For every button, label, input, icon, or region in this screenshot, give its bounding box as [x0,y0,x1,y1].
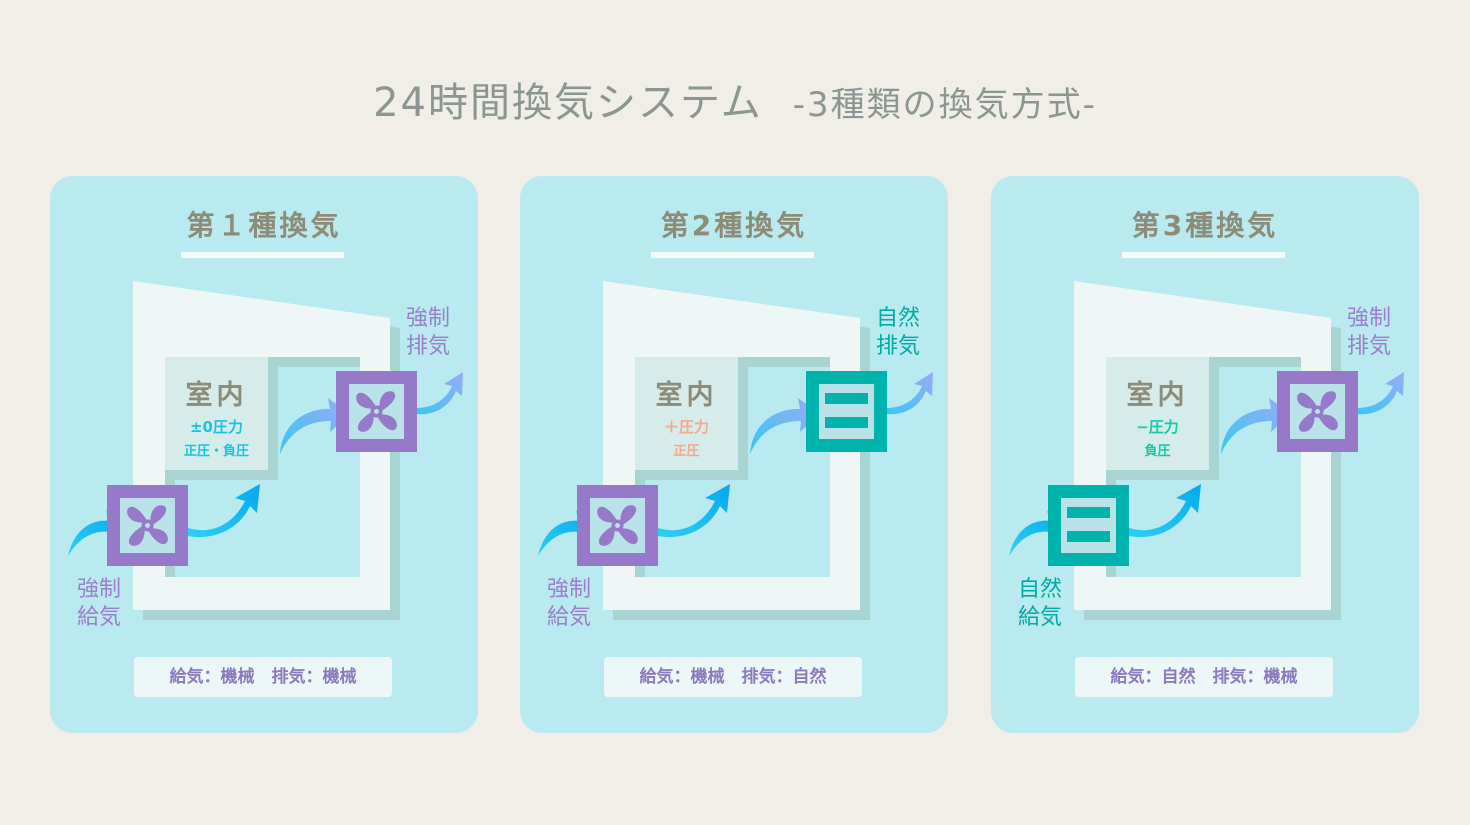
house-diagram [68,281,463,620]
room-label-bg [635,357,738,470]
title-sub: -3種類の換気方式- [792,85,1097,125]
arrow-outflow [416,372,463,415]
title-underline [1122,252,1285,258]
title-underline [181,252,344,258]
supply-device [577,485,666,574]
arrow-to-exhaust [280,398,350,454]
vent-icon [1048,485,1137,574]
arrow-into-room [188,484,260,538]
arrow-outflow [1357,372,1404,415]
arrow-into-room [658,484,730,538]
arrow-to-exhaust [750,398,820,454]
house-wall [133,281,390,610]
supply-label: 自然 給気 [1018,577,1063,630]
pressure-label: ＋圧力 [663,418,709,436]
fan-icon [107,485,196,574]
panel-title: 第3種換気 [1131,209,1279,242]
supply-device [107,485,196,574]
vent-icon [806,371,895,460]
exhaust-device [336,371,425,460]
method-summary: 給気：機械 排気：機械 [134,657,392,697]
page-title: 24時間換気システム -3種類の換気方式- [0,70,1470,128]
room-label: 室内 [1126,380,1189,411]
exhaust-device [806,371,895,460]
exhaust-label: 強制 排気 [406,306,451,359]
room-label-box: 室内 −圧力 負圧 [1106,357,1209,470]
room-label-bg [1106,357,1209,470]
house-wall [603,281,860,610]
fan-icon [1277,371,1366,460]
panel-title: 第１種換気 [186,209,342,242]
pressure-note: 正圧・負圧 [183,444,249,459]
panel-title: 第2種換気 [660,209,808,242]
ventilation-panel: 第3種換気 室内 −圧力 負圧 自然 給気 強制 排気 給気：自然 排気：機械 [991,176,1419,733]
supply-label: 強制 給気 [77,577,122,630]
room-label-box: 室内 ＋圧力 正圧 [635,357,738,470]
title-underline [651,252,814,258]
pressure-note: 負圧 [1144,444,1171,459]
fan-icon [336,371,425,460]
method-summary: 給気：自然 排気：機械 [1075,657,1333,697]
method-summary: 給気：機械 排気：自然 [604,657,862,697]
room-label: 室内 [185,380,248,411]
fan-icon [577,485,666,574]
exhaust-label: 強制 排気 [1347,306,1392,359]
room-label: 室内 [655,380,718,411]
arrow-outflow [886,372,933,415]
supply-label: 強制 給気 [547,577,592,630]
exhaust-device [1277,371,1366,460]
ventilation-panel: 第１種換気 室内 ±0圧力 正圧・負圧 強制 給気 強制 排気 給気：機械 排気… [50,176,478,733]
pressure-label: ±0圧力 [189,418,243,436]
arrow-to-exhaust [1221,398,1291,454]
arrow-into-room [1129,484,1201,538]
exhaust-label: 自然 排気 [876,306,921,359]
room-label-bg [165,357,268,470]
title-main: 24時間換気システム [373,80,763,126]
house-wall [1074,281,1331,610]
ventilation-panel: 第2種換気 室内 ＋圧力 正圧 強制 給気 自然 排気 給気：機械 排気：自然 [520,176,948,733]
pressure-note: 正圧 [673,444,700,459]
room-label-box: 室内 ±0圧力 正圧・負圧 [165,357,268,470]
supply-device [1048,485,1137,574]
pressure-label: −圧力 [1136,418,1179,436]
